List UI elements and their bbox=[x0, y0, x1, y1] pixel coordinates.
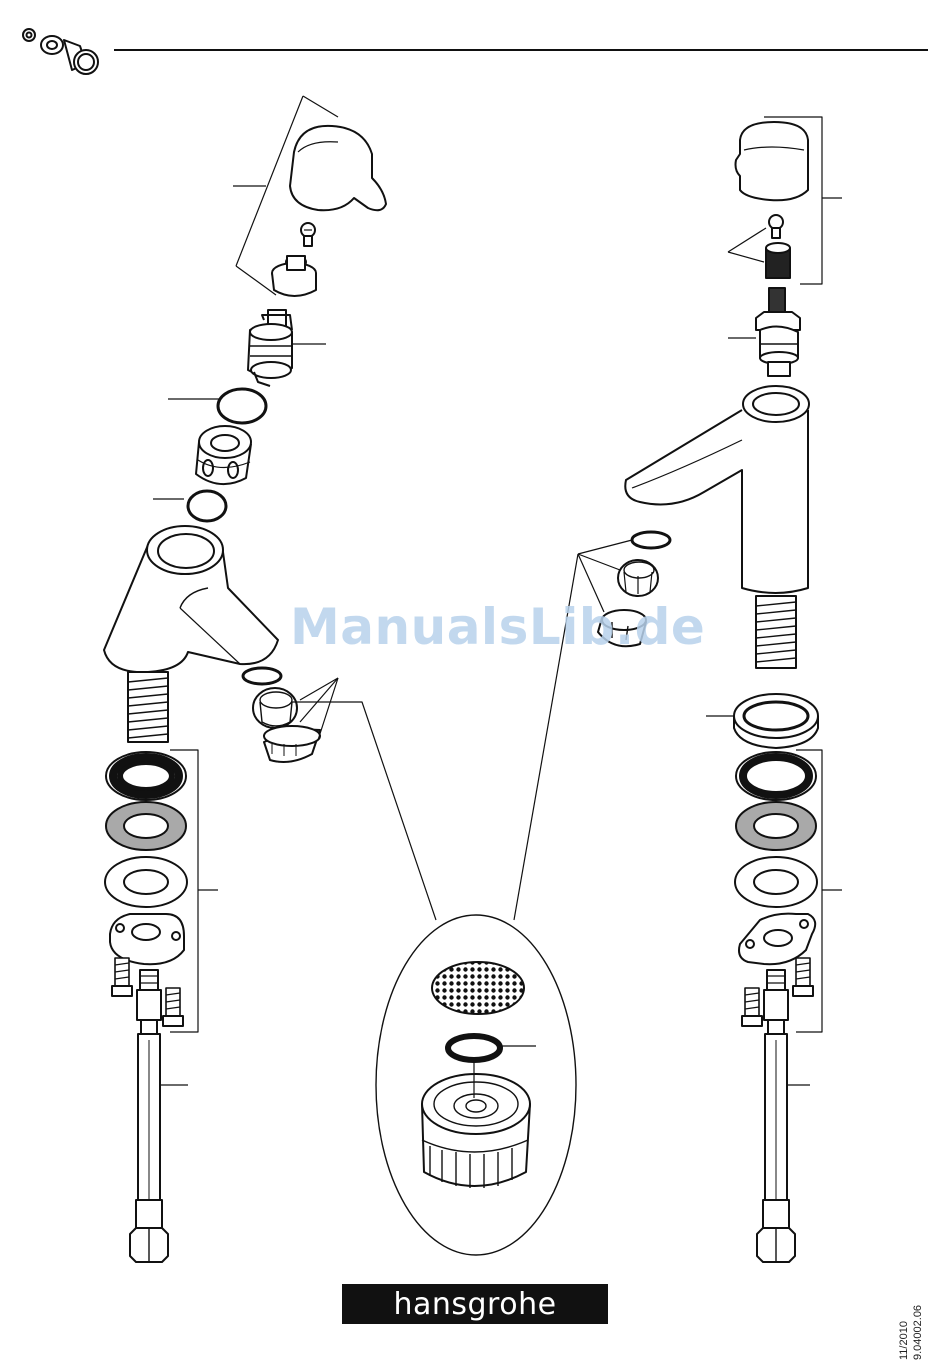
left-aerator-set bbox=[243, 668, 436, 920]
right-supply-hose bbox=[757, 970, 810, 1262]
left-threaded-shank bbox=[128, 672, 168, 742]
right-aerator-set bbox=[514, 532, 670, 920]
right-threaded-shank bbox=[756, 596, 796, 668]
document-date: 11/2010 bbox=[898, 1321, 910, 1360]
document-reference: 11/2010 9.04002.06 bbox=[896, 1292, 936, 1362]
watermark-text: ManualsLib.de bbox=[290, 598, 705, 656]
right-base-flange bbox=[706, 694, 818, 748]
left-o-ring-lower bbox=[153, 491, 226, 521]
left-faucet-body bbox=[104, 526, 278, 672]
brand-name: hansgrohe bbox=[393, 1287, 556, 1322]
right-cartridge bbox=[728, 288, 800, 376]
right-handle-group bbox=[728, 117, 842, 284]
left-handle-group bbox=[233, 96, 386, 296]
aerator-detail-icon bbox=[376, 915, 576, 1255]
spare-parts-set-icon bbox=[23, 29, 98, 74]
left-valve-insert bbox=[196, 426, 251, 484]
document-number: 9.04002.06 bbox=[912, 1305, 924, 1360]
left-o-ring-upper bbox=[168, 389, 266, 423]
right-faucet-body bbox=[625, 386, 809, 593]
brand-logo: hansgrohe bbox=[342, 1284, 608, 1324]
left-cartridge bbox=[248, 310, 326, 386]
